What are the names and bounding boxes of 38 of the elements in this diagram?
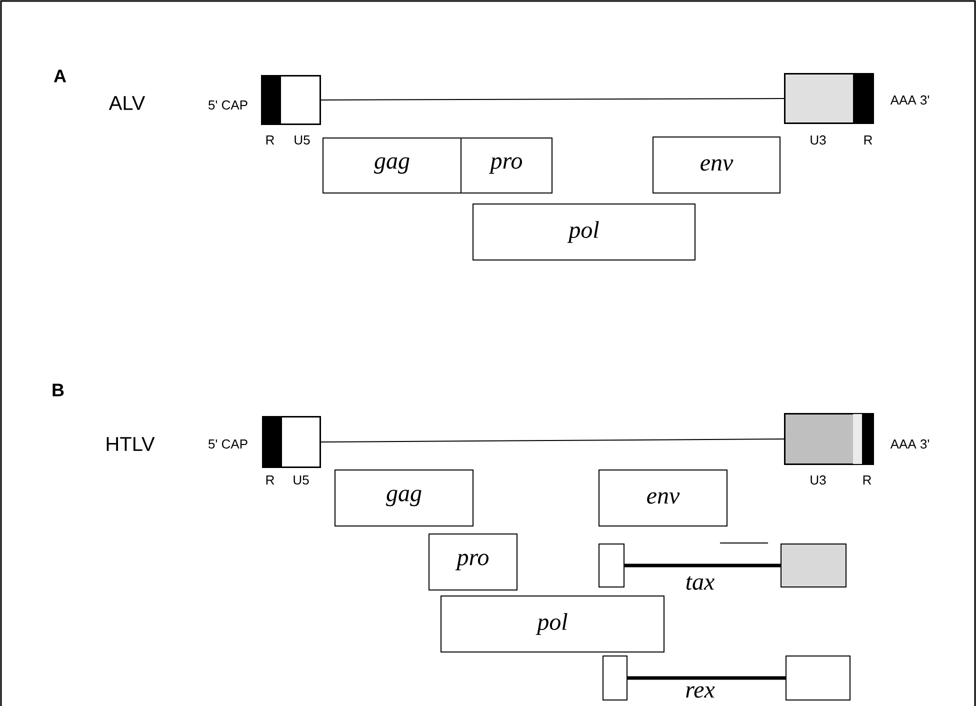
gene-box: gag — [322, 138, 462, 194]
ltr-box — [261, 75, 321, 125]
region-label: 5' CAP — [208, 100, 248, 110]
panel-letter: A — [54, 70, 66, 82]
gene-box: pro — [460, 138, 552, 194]
gene-box: pol — [440, 596, 664, 652]
region-label: ALV — [108, 96, 146, 110]
ltr-box — [262, 416, 321, 468]
region-label: HTLV — [106, 437, 155, 451]
connector-line — [320, 98, 785, 100]
gene-box: env — [652, 136, 781, 194]
region-label: R — [863, 476, 872, 484]
ltr-box — [784, 413, 874, 465]
region-label: AAA 3' — [890, 439, 930, 449]
region-label: U5 — [294, 135, 310, 145]
region-label: R — [266, 136, 274, 144]
region-label: U3 — [810, 135, 826, 145]
edge-label: rex — [686, 686, 715, 698]
connector-line — [628, 676, 786, 680]
connector-line — [320, 438, 785, 442]
region-label: AAA 3' — [890, 95, 930, 105]
region-label: 5' CAP — [208, 439, 248, 449]
region-label: U5 — [294, 475, 309, 485]
exon-box — [780, 544, 847, 588]
connector-line — [624, 564, 781, 568]
gene-box: gag — [334, 470, 474, 526]
region-label: R — [266, 476, 274, 484]
exon-box — [786, 656, 851, 700]
gene-box: pol — [472, 204, 696, 260]
panel-letter: B — [52, 384, 64, 396]
region-label: R — [864, 136, 872, 144]
ltr-box — [784, 73, 874, 124]
gene-box: pro — [428, 534, 518, 590]
gene-box: env — [598, 470, 728, 526]
region-label: U3 — [810, 475, 826, 485]
exon-box — [598, 544, 624, 588]
exon-box — [602, 656, 628, 700]
edge-label: tax — [686, 576, 714, 590]
